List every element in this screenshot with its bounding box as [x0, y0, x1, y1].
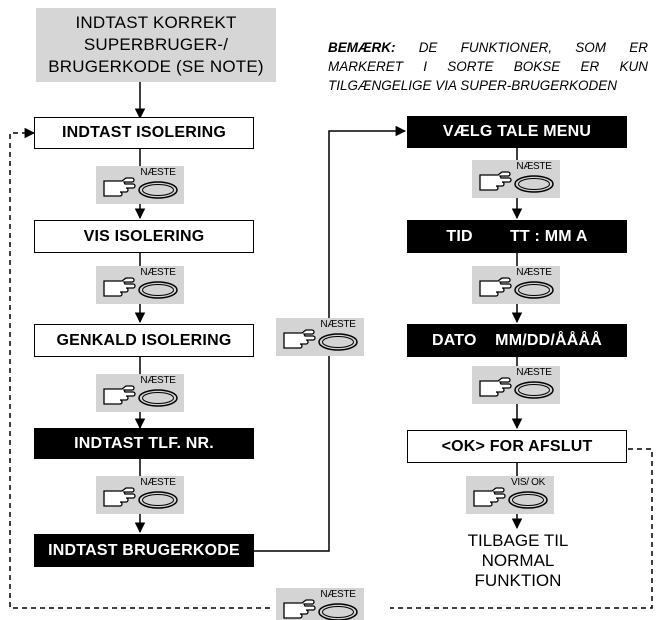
note-label: BEMÆRK:	[328, 40, 396, 55]
ok-to-exit-box: <OK> FOR AFSLUT	[407, 430, 627, 463]
date-box: DATO MM/DD/ÅÅÅÅ	[407, 324, 627, 357]
enter-isolation-label: INDTAST ISOLERING	[62, 124, 226, 141]
next-key-4: NÆSTE	[96, 476, 184, 514]
view-ok-key: VIS/ OK	[466, 476, 554, 514]
recall-isolation-label: GENKALD ISOLERING	[56, 331, 232, 349]
enter-user-code-box: INDTAST BRUGERKODE	[34, 534, 254, 567]
note: BEMÆRK: DE FUNKTIONER, SOM ER MARKERET I…	[328, 38, 648, 95]
next-label: NÆSTE	[140, 267, 176, 278]
enter-code-box: INDTAST KORREKT SUPERBRUGER-/ BRUGERKODE…	[36, 8, 276, 82]
next-key-3: NÆSTE	[96, 374, 184, 412]
ok-to-exit-label: <OK> FOR AFSLUT	[441, 437, 593, 455]
view-isolation-box: VIS ISOLERING	[34, 220, 254, 253]
next-key-5: NÆSTE	[472, 160, 560, 198]
pointing-hand-icon	[283, 329, 358, 351]
pointing-hand-icon	[283, 599, 358, 620]
next-key-bottom: NÆSTE	[276, 588, 364, 620]
return-line3: FUNKTION	[474, 571, 562, 590]
next-label: NÆSTE	[320, 589, 356, 600]
date-label: DATO MM/DD/ÅÅÅÅ	[431, 331, 603, 349]
next-label: NÆSTE	[320, 319, 356, 330]
note-text: DE FUNKTIONER, SOM ER MARKERET I SORTE B…	[328, 40, 648, 93]
view-ok-label: VIS/ OK	[510, 477, 546, 488]
enter-code-line1: INDTAST KORREKT	[75, 13, 237, 32]
voice-menu-label: VÆLG TALE MENU	[442, 123, 592, 140]
next-label: NÆSTE	[516, 267, 552, 278]
return-to-normal-text: TILBAGE TIL NORMAL FUNKTION	[440, 531, 596, 591]
enter-user-code-label: INDTAST BRUGERKODE	[48, 541, 240, 559]
pointing-hand-icon	[479, 171, 554, 193]
pointing-hand-icon	[479, 277, 554, 299]
enter-isolation-box: INDTAST ISOLERING	[34, 117, 254, 149]
recall-isolation-box: GENKALD ISOLERING	[34, 324, 254, 357]
next-key-6: NÆSTE	[472, 266, 560, 304]
next-key-middle: NÆSTE	[276, 318, 364, 356]
enter-phone-number-label: INDTAST TLF. NR.	[74, 434, 214, 452]
arrow-return-loop	[9, 127, 270, 609]
pointing-hand-icon	[103, 177, 178, 199]
next-label: NÆSTE	[140, 375, 176, 386]
view-isolation-label: VIS ISOLERING	[83, 227, 205, 245]
pointing-hand-icon	[479, 377, 554, 399]
next-label: NÆSTE	[516, 161, 552, 172]
next-label: NÆSTE	[140, 167, 176, 178]
next-label: NÆSTE	[140, 477, 176, 488]
pointing-hand-icon	[473, 487, 548, 509]
return-line1: TILBAGE TIL	[467, 531, 569, 550]
next-label: NÆSTE	[516, 367, 552, 378]
return-line2: NORMAL	[481, 551, 555, 570]
next-key-1: NÆSTE	[96, 166, 184, 204]
next-key-2: NÆSTE	[96, 266, 184, 304]
time-box: TID TT : MM A	[407, 220, 627, 253]
time-label: TID TT : MM A	[446, 227, 588, 245]
voice-menu-box: VÆLG TALE MENU	[407, 116, 627, 148]
next-key-7: NÆSTE	[472, 366, 560, 404]
pointing-hand-icon	[103, 385, 178, 407]
enter-code-line3: BRUGERKODE (SE NOTE)	[48, 57, 264, 76]
enter-phone-number-box: INDTAST TLF. NR.	[34, 428, 254, 459]
enter-code-line2: SUPERBRUGER-/	[83, 35, 229, 54]
pointing-hand-icon	[103, 487, 178, 509]
pointing-hand-icon	[103, 277, 178, 299]
